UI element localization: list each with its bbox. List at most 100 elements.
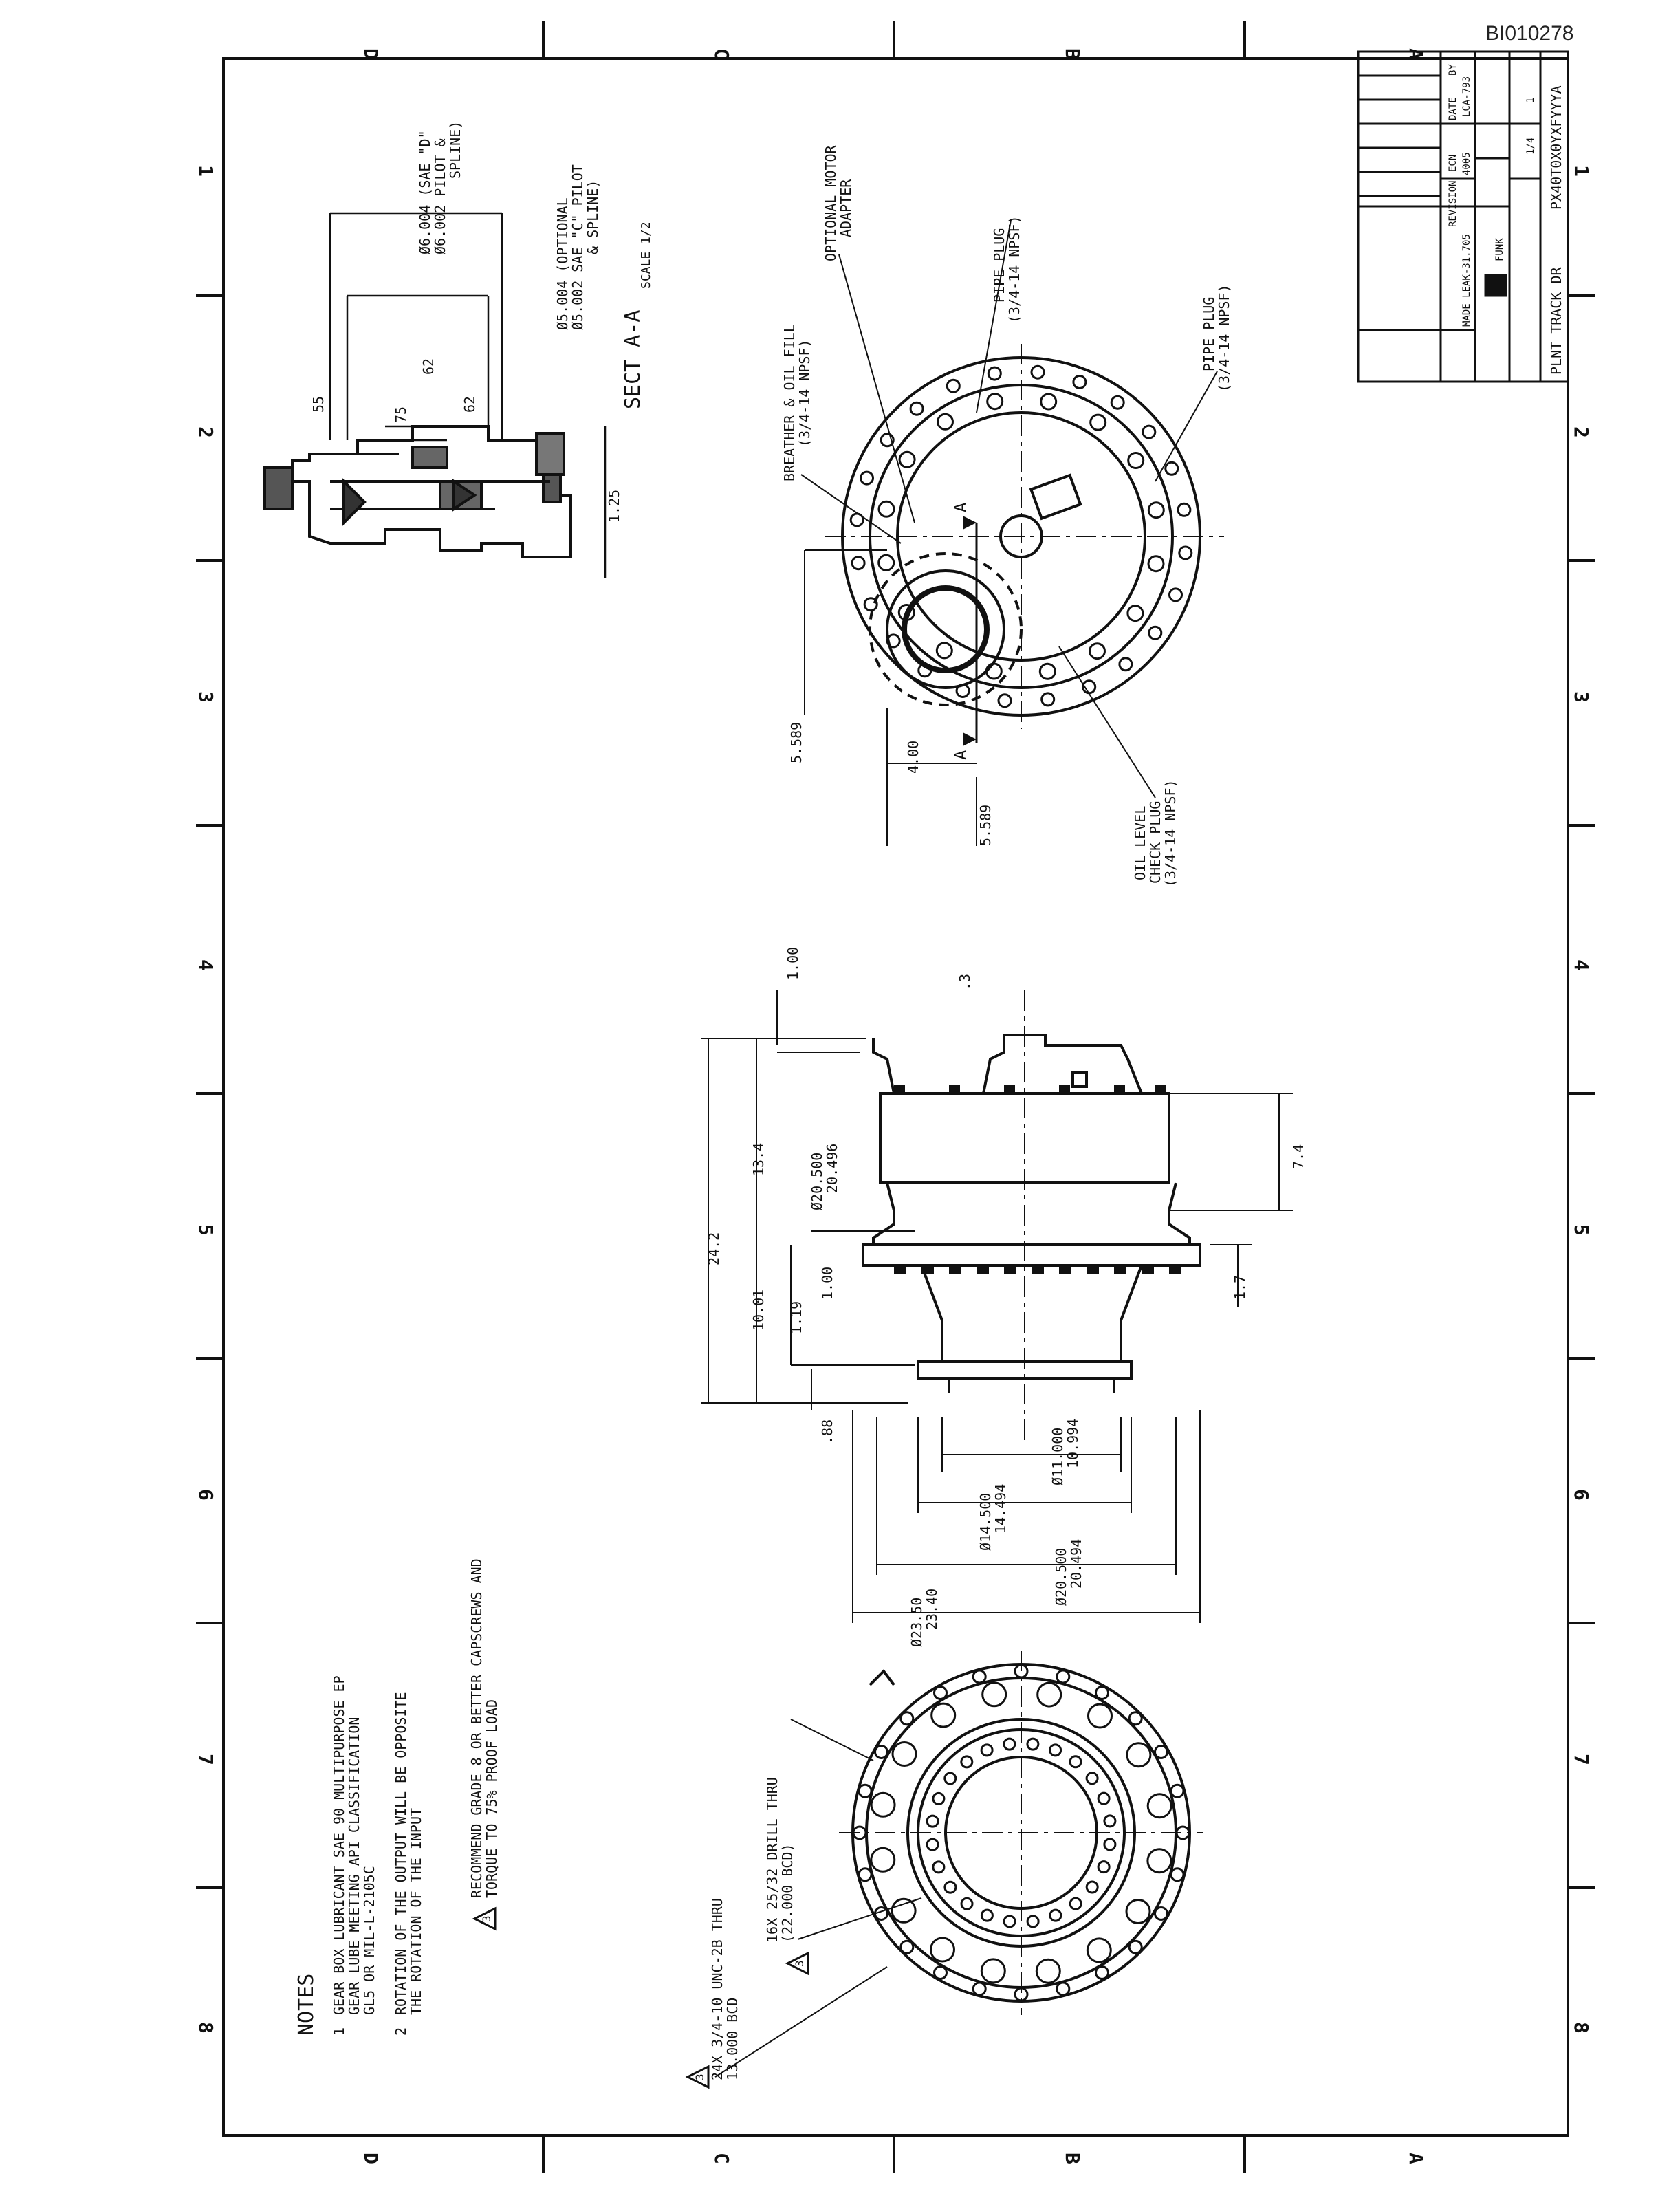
dim-4-00: 4.00 <box>905 741 921 774</box>
dim-24-2: 24.2 <box>706 1232 722 1265</box>
zone-left-6: 6 <box>195 1489 217 1501</box>
end-bolt-hole <box>955 684 970 698</box>
end-inner-bolt-hole <box>985 662 1003 680</box>
zone-bottom-a: A <box>1405 2153 1428 2164</box>
revision-date: LCA-793 <box>1461 76 1472 117</box>
dim-1-25: 1.25 <box>606 490 622 523</box>
flange-outer-hole <box>1087 1703 1113 1729</box>
flange-outer-hole <box>1126 1742 1152 1768</box>
end-bolt-hole <box>1118 657 1133 672</box>
end-bolt-hole <box>880 433 895 448</box>
side-bolt-head <box>1114 1265 1126 1274</box>
revision-header: REVISION <box>1448 181 1459 227</box>
end-bolt-hole <box>1110 395 1125 410</box>
note-2-line-1: ROTATION OF THE OUTPUT WILL BE OPPOSITE <box>393 1692 409 2015</box>
end-bolt-hole <box>1072 375 1087 389</box>
side-bolt-head <box>949 1265 961 1274</box>
flange-inner-hole <box>1026 1915 1040 1928</box>
pipe-plug-2-label-2: (3/4-14 NPSF) <box>1216 284 1232 392</box>
flange-outer-hole <box>1036 1681 1062 1708</box>
tapped-holes-label-1: 24X 3/4-10 UNC-2B THRU <box>709 1898 726 2080</box>
oil-level-label-1: OIL LEVEL <box>1132 806 1148 880</box>
flange-edge-hole <box>899 1711 915 1726</box>
dim-14-500-1: Ø14.500 <box>977 1493 994 1551</box>
zone-right-7: 7 <box>1570 1754 1593 1765</box>
flange-inner-hole <box>1069 1897 1082 1910</box>
flange-outer-hole <box>870 1791 896 1818</box>
sae-d-pilot-1: Ø6.004 (SAE "D" <box>417 130 433 254</box>
side-bolt-head <box>977 1265 989 1274</box>
dim-75: 75 <box>393 406 409 423</box>
side-view-bolts <box>894 1085 1181 1274</box>
flange-edge-hole <box>1128 1711 1143 1726</box>
flange-outer-hole <box>981 1681 1007 1708</box>
ecn-header: ECN <box>1448 155 1459 172</box>
dim-13-4: 13.4 <box>750 1143 767 1176</box>
dim-11-000-1: Ø11.000 <box>1049 1428 1066 1485</box>
note-1-line-1: GEAR BOX LUBRICANT SAE 90 MULTIPURPOSE E… <box>331 1675 347 2015</box>
drawing-border <box>222 57 1569 2137</box>
by-header: BY <box>1448 64 1459 76</box>
zone-bottom-b: B <box>1061 2153 1084 2164</box>
flange-outer-hole <box>891 1741 917 1767</box>
flange-outer-hole <box>1146 1793 1172 1819</box>
zone-left-5: 5 <box>195 1224 217 1236</box>
note-2-number: 2 <box>393 2027 409 2036</box>
flange-inner-hole <box>1103 1838 1117 1851</box>
end-inner-bolt-hole <box>937 413 954 431</box>
end-inner-bolt-hole <box>1126 605 1144 622</box>
end-inner-bolt-hole <box>877 554 895 571</box>
flange-edge-hole <box>1128 1939 1143 1954</box>
section-mark-a-bottom: A <box>951 750 970 760</box>
flange-edge-hole <box>972 1981 987 1996</box>
end-bolt-hole <box>997 693 1012 708</box>
dim-14-500-2: 14.494 <box>992 1484 1009 1534</box>
flange-inner-hole <box>1003 1915 1016 1928</box>
triangle-tag-drill: 3 <box>793 1960 806 1967</box>
section-arrows <box>963 516 977 746</box>
dim-0-3: .3 <box>957 974 973 990</box>
flange-edge-hole <box>1056 1981 1071 1996</box>
flange-edge-hole <box>874 1745 888 1759</box>
dim-1-00-mid: 1.00 <box>819 1267 836 1300</box>
end-bolt-hole <box>1030 364 1045 380</box>
flange-edge-hole <box>1056 1669 1071 1684</box>
zone-top-b: B <box>1061 48 1084 60</box>
zone-right-4: 4 <box>1570 959 1593 971</box>
side-bolt-head <box>1059 1265 1071 1274</box>
flange-edge-hole <box>1095 1686 1109 1700</box>
dim-5-589-a: 5.589 <box>788 722 805 763</box>
end-bolt-hole <box>886 633 901 649</box>
dim-23-50-2: 23.40 <box>924 1589 940 1630</box>
flange-inner-hole <box>1069 1755 1082 1769</box>
side-bolt-head <box>1032 1265 1044 1274</box>
dim-20-500-b-1: Ø20.500 <box>1053 1548 1069 1606</box>
flange-outer-hole <box>980 1958 1006 1984</box>
end-bolt-hole <box>1040 692 1056 707</box>
zone-left-3: 3 <box>195 691 217 703</box>
section-mark-a-top: A <box>951 502 970 512</box>
flange-inner-hole <box>980 1743 994 1757</box>
flange-view-leaders <box>714 1651 1203 2078</box>
flange-inner-hole <box>1103 1814 1117 1828</box>
flange-edge-hole <box>1095 1965 1109 1980</box>
flange-bolt-holes <box>852 1664 1190 2002</box>
flange-edge-hole <box>1170 1783 1185 1798</box>
flange-inner-hole <box>1085 1880 1099 1894</box>
side-top-bolt-head <box>949 1085 960 1093</box>
oil-level-label-2: CHECK PLUG <box>1147 801 1164 884</box>
side-top-bolt-head <box>1155 1085 1166 1093</box>
flange-inner-hole <box>943 1880 957 1894</box>
notes-title: NOTES <box>294 1974 318 2036</box>
zone-right-6: 6 <box>1570 1489 1593 1501</box>
end-inner-bolt-hole <box>1089 642 1106 660</box>
zone-left-4: 4 <box>195 959 217 971</box>
side-bolt-head <box>921 1265 934 1274</box>
drawing-title: PLNT TRACK DR <box>1548 267 1564 375</box>
end-bolt-hole <box>917 663 932 678</box>
flange-edge-hole <box>972 1669 987 1684</box>
end-bolt-hole <box>1177 502 1192 517</box>
side-top-bolt-head <box>1004 1085 1015 1093</box>
zone-left-2: 2 <box>195 426 217 438</box>
